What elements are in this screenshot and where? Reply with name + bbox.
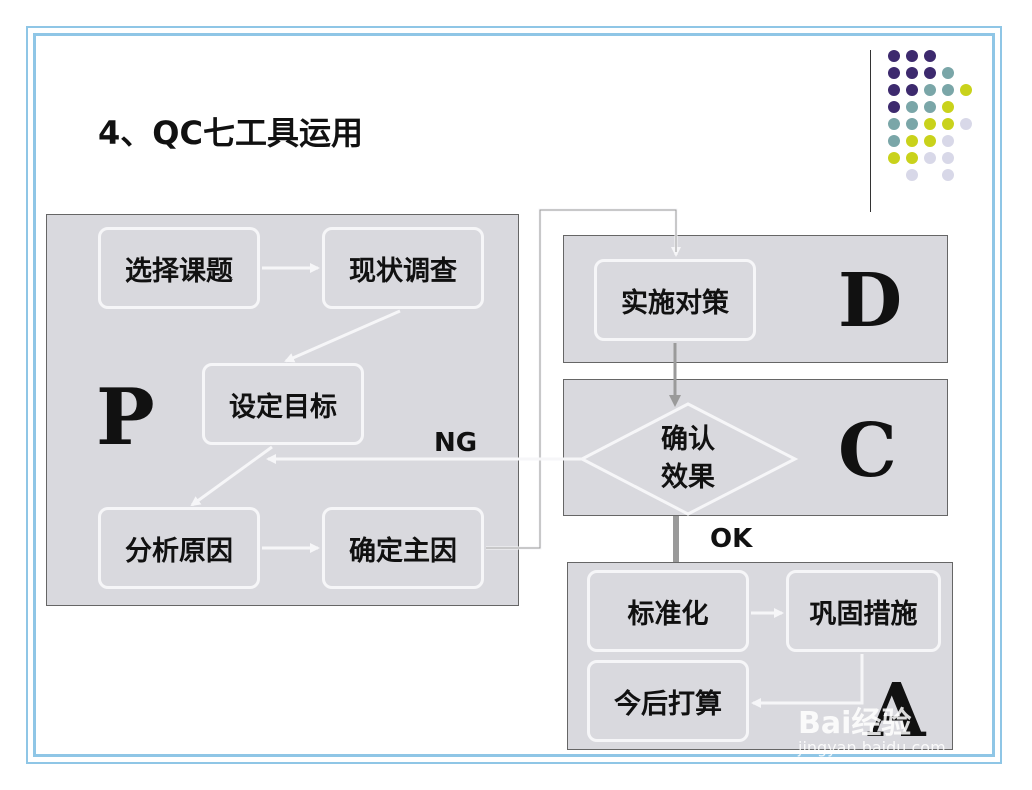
decor-dot <box>960 118 972 130</box>
watermark-brand: Bai经验 <box>798 706 912 741</box>
box-select-topic: 选择课题 <box>98 227 260 309</box>
slide-title: 4、QC七工具运用 <box>98 114 363 152</box>
box-implement-measures: 实施对策 <box>594 259 756 341</box>
decor-dot <box>960 84 972 96</box>
decor-dot <box>924 152 936 164</box>
decor-dot <box>888 50 900 62</box>
decor-dot <box>942 135 954 147</box>
decor-dot <box>888 135 900 147</box>
decision-diamond <box>578 402 799 516</box>
decor-dot <box>888 101 900 113</box>
decor-dot <box>906 118 918 130</box>
decor-dot <box>906 135 918 147</box>
decor-dot <box>942 152 954 164</box>
decor-dot <box>924 50 936 62</box>
box-set-target: 设定目标 <box>202 363 364 445</box>
decor-dot <box>924 135 936 147</box>
inner-frame <box>33 33 995 757</box>
decor-dot <box>942 84 954 96</box>
decision-line1: 确认 <box>661 424 715 455</box>
a-letter: A <box>868 668 926 754</box>
arrow-survey-to-target <box>284 309 401 363</box>
p-letter: P <box>96 372 155 463</box>
box-standardize: 标准化 <box>587 570 749 652</box>
decor-dot <box>888 67 900 79</box>
decision-line2: 效果 <box>661 462 715 493</box>
decor-dot <box>906 101 918 113</box>
arrow-target-to-analyze <box>190 445 273 507</box>
decor-dot <box>888 84 900 96</box>
decor-dot <box>924 67 936 79</box>
decor-divider <box>870 50 871 212</box>
box-current-survey: 现状调查 <box>322 227 484 309</box>
arrow-consolidate-to-future <box>751 654 864 708</box>
decor-dot <box>906 84 918 96</box>
d-letter: D <box>838 258 903 344</box>
decor-dot <box>906 67 918 79</box>
arrow-main-to-implement <box>486 208 681 550</box>
box-future-plan: 今后打算 <box>587 660 749 742</box>
outer-frame <box>26 26 1002 764</box>
ng-label: NG <box>434 428 478 458</box>
decor-dot <box>924 118 936 130</box>
watermark-url: jingyan.baidu.com <box>798 738 946 757</box>
decor-dot <box>906 152 918 164</box>
box-consolidate: 巩固措施 <box>786 570 941 652</box>
decor-dot <box>924 84 936 96</box>
decor-dot <box>906 50 918 62</box>
decor-dot <box>942 67 954 79</box>
c-letter: C <box>838 408 897 494</box>
decor-dot <box>942 101 954 113</box>
decor-dot-grid <box>888 50 978 190</box>
ok-label: OK <box>710 524 753 554</box>
decision-text: 确认 效果 <box>638 421 738 497</box>
decor-dot <box>942 118 954 130</box>
decor-dot <box>906 169 918 181</box>
box-main-cause: 确定主因 <box>322 507 484 589</box>
decor-dot <box>942 169 954 181</box>
decor-dot <box>888 118 900 130</box>
decor-dot <box>924 101 936 113</box>
box-analyze-cause: 分析原因 <box>98 507 260 589</box>
decor-dot <box>888 152 900 164</box>
